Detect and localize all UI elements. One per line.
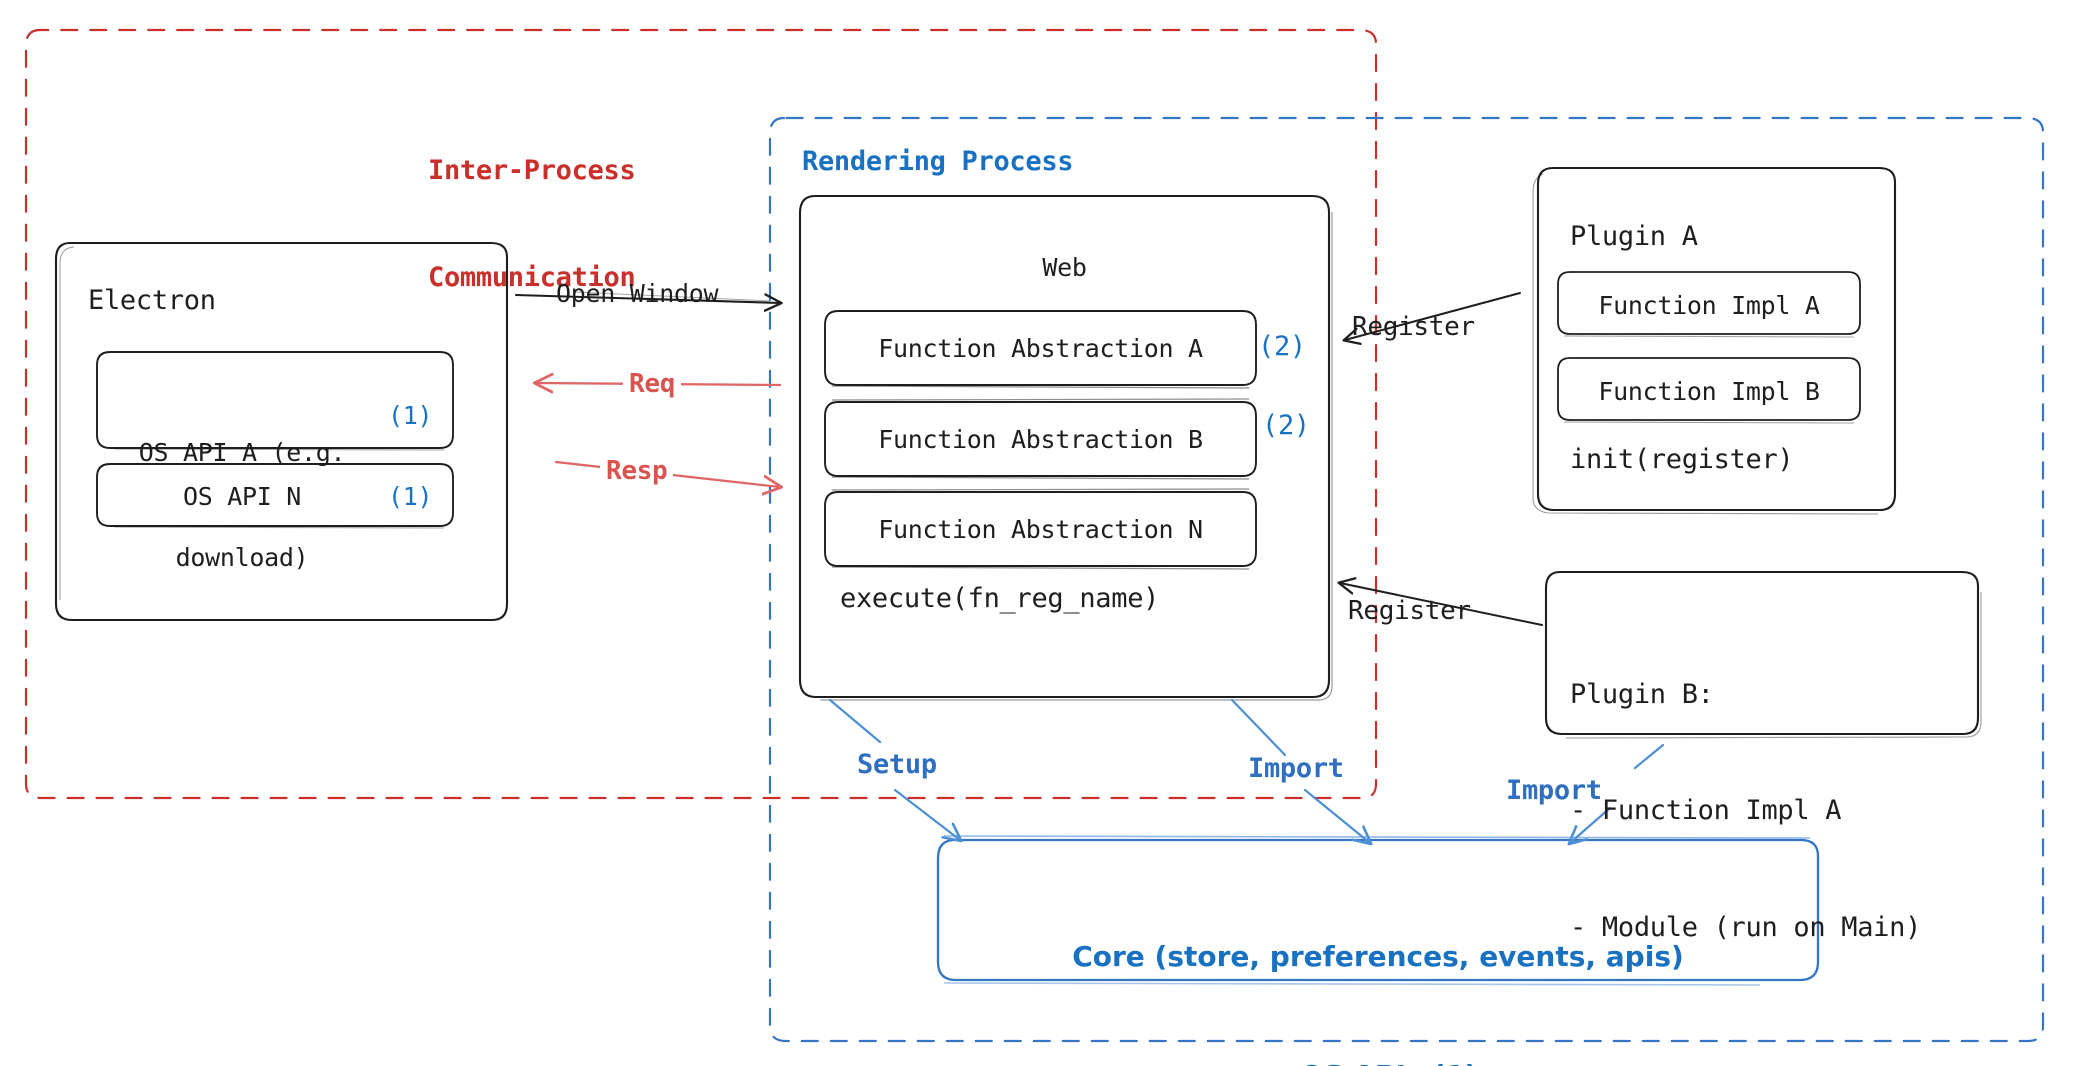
electron-title: Electron [88, 285, 216, 316]
os-api-a-box [96, 351, 454, 451]
ipc-label-line2: Communication [428, 262, 636, 294]
arrow-label-resp: Resp [600, 455, 674, 488]
core-box [936, 835, 1820, 986]
function-impl-a-box [1557, 271, 1861, 338]
arrow-label-register-plugin-a: Register [1352, 312, 1475, 342]
plugin-b-title: Plugin B: [1570, 678, 1714, 710]
os-api-n-marker: (1) [388, 482, 433, 511]
function-abstraction-b-label: Function Abstraction B [878, 425, 1203, 454]
os-api-a-marker: (1) [388, 401, 433, 430]
core-label: Core (store, preferences, events, apis) … [938, 857, 1818, 1066]
function-abstraction-n-label: Function Abstraction N [878, 515, 1203, 544]
ipc-container [24, 28, 1378, 800]
arrow-label-import-web: Import [1248, 753, 1344, 784]
arrow-setup [828, 698, 960, 840]
arrow-register-plugin-a [1345, 292, 1521, 340]
arrow-label-req: Req [623, 368, 682, 401]
function-abstraction-b-marker: (2) [1262, 410, 1310, 441]
arrow-register-plugin-b [1340, 583, 1543, 626]
function-abstraction-b-box [824, 398, 1257, 480]
arrow-label-register-plugin-b: Register [1348, 596, 1471, 626]
rendering-process-label: Rendering Process [802, 146, 1074, 177]
ipc-label-line1: Inter-Process [428, 155, 636, 187]
function-abstraction-n-box [824, 488, 1257, 570]
plugin-a-title: Plugin A [1570, 221, 1698, 252]
arrow-import-web [1230, 698, 1370, 843]
arrow-label-open-window: Open Window [556, 279, 719, 308]
arrow-label-import-plugin: Import [1506, 775, 1602, 806]
function-impl-b-label: Function Impl B [1598, 377, 1820, 406]
web-title: Web [1042, 253, 1087, 282]
ipc-label: Inter-Process Communication [428, 82, 636, 367]
core-line-2: - OS APIs (1) [938, 1056, 1818, 1066]
arrow-open-window [514, 291, 780, 303]
plugin-b-block: Plugin B: - Function Impl A - Module (ru… [1570, 598, 1921, 1026]
plugin-b-box [1544, 570, 1982, 739]
rendering-process-container [768, 116, 2045, 1043]
plugin-b-item-1: - Module (run on Main) [1570, 912, 1922, 943]
os-api-n-label: OS API N [182, 482, 301, 511]
os-api-a-line2: download) [175, 543, 309, 572]
arrow-import-plugin [1570, 743, 1665, 843]
os-api-n-box [96, 463, 454, 529]
plugin-b-item-0: - Function Impl A [1570, 795, 1842, 827]
plugin-a-box [1532, 166, 1897, 515]
arrow-label-setup: Setup [857, 749, 937, 780]
core-line-1: Core (store, preferences, events, apis) [1072, 939, 1684, 973]
function-abstraction-a-box [824, 310, 1257, 389]
os-api-a-line1: OS API A (e.g. [138, 438, 346, 467]
function-impl-a-label: Function Impl A [1598, 291, 1820, 320]
os-api-a-label: OS API A (e.g. download) [97, 365, 387, 645]
web-execute-label: execute(fn_reg_name) [840, 583, 1160, 614]
function-impl-b-box [1557, 357, 1861, 424]
function-abstraction-a-marker: (2) [1258, 331, 1306, 362]
plugin-a-init-label: init(register) [1570, 444, 1794, 475]
function-abstraction-a-label: Function Abstraction A [878, 334, 1203, 363]
